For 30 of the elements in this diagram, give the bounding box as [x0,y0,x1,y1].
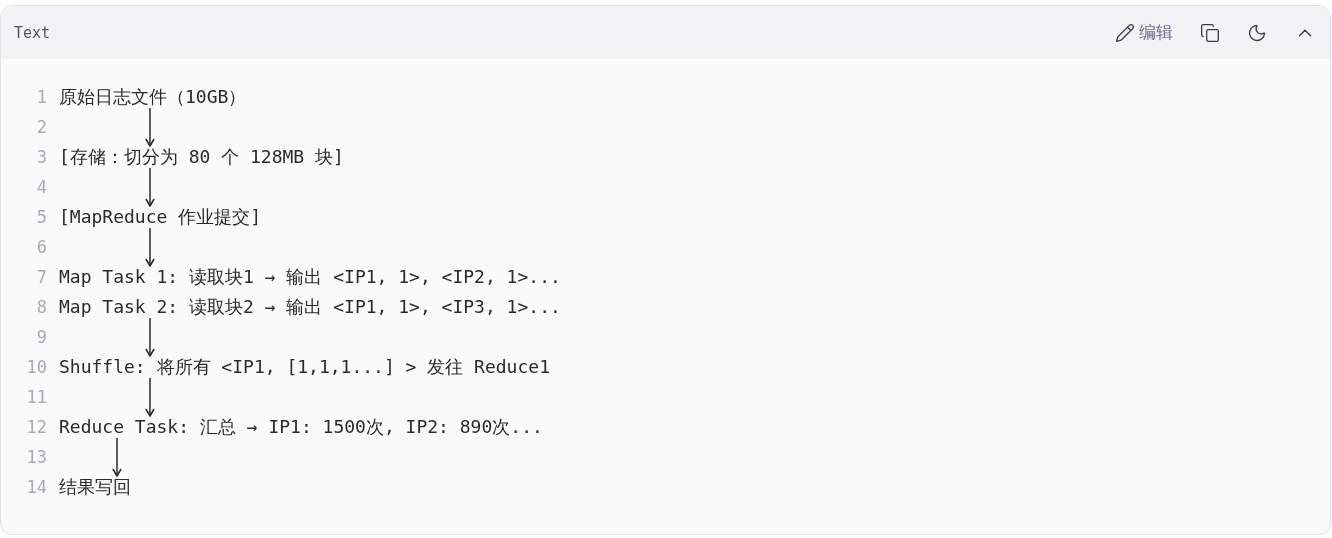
line-number: 4 [36,176,47,198]
line-number: 1 [36,86,47,108]
down-arrow [145,227,155,267]
down-arrow [145,167,155,207]
language-label: Text [14,23,51,42]
flow-step-text: [MapReduce 作业提交] [59,206,262,228]
down-arrow [145,107,155,147]
edit-button: 编辑 [1115,21,1173,44]
flow-step-text: Shuffle: 将所有 <IP1, [1,1,1...] > 发往 Reduce1 [59,356,550,378]
flow-step-text: 原始日志文件（10GB） [59,86,247,108]
flow-step-text: [存储：切分为 80 个 128MB 块] [59,146,344,168]
flow-step-text: Map Task 1: 读取块1 → 输出 <IP1, 1>, <IP2, 1>... [59,266,561,288]
line-number: 8 [36,296,47,318]
line-number: 6 [36,236,47,258]
down-arrow [145,317,155,357]
line-number: 14 [26,476,47,498]
line-number: 13 [26,446,47,468]
flow-step-text: Map Task 2: 读取块2 → 输出 <IP1, 1>, <IP3, 1>... [59,296,561,318]
line-number: 5 [36,206,47,228]
line-number: 9 [36,326,47,348]
line-number: 3 [36,146,47,168]
line-number: 2 [36,116,47,138]
flow-step-text: 结果写回 [59,476,131,498]
line-number: 11 [26,386,47,408]
line-number: 10 [26,356,47,378]
down-arrow [145,377,155,417]
flow-step-text: Reduce Task: 汇总 → IP1: 1500次, IP2: 890次... [59,416,543,438]
down-arrow [112,437,122,477]
line-number: 12 [26,416,47,438]
line-number: 7 [36,266,47,288]
